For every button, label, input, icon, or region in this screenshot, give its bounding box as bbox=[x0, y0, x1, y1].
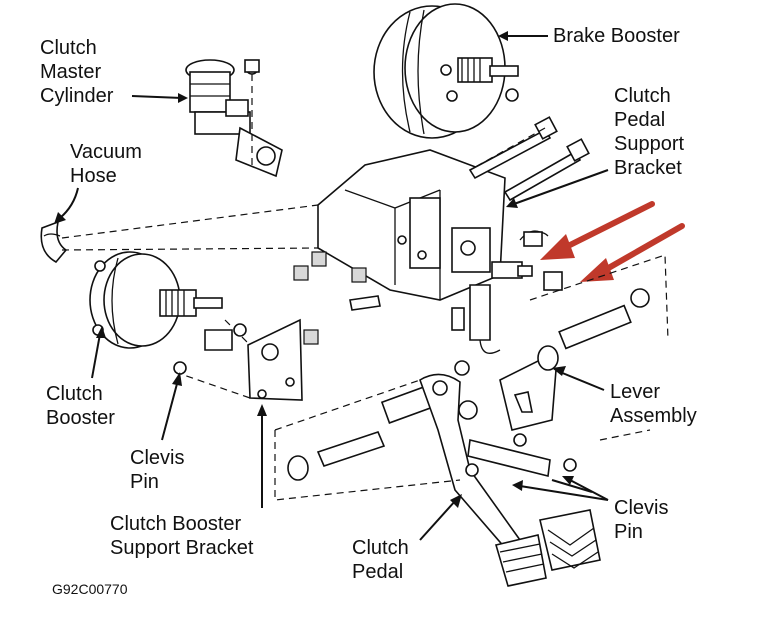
label-clutch-booster: Clutch Booster bbox=[46, 383, 115, 429]
clutch-master-cylinder-part bbox=[185, 59, 283, 178]
label-vacuum-hose: Vacuum Hose bbox=[70, 141, 147, 187]
nuts-and-washers bbox=[173, 59, 381, 375]
label-clutch-pedal-support-bracket: Clutch Pedal Support Bracket bbox=[614, 85, 690, 179]
label-clevis-pin-right: Clevis Pin bbox=[614, 497, 674, 543]
label-clevis-pin-left: Clevis Pin bbox=[130, 447, 190, 493]
vacuum-hose-part bbox=[40, 220, 68, 264]
pedal-switches bbox=[451, 230, 563, 354]
clutch-pedal-part bbox=[380, 373, 601, 587]
pivot-rod-and-bushings bbox=[274, 360, 651, 501]
lever-assembly-part bbox=[499, 254, 669, 447]
label-brake-booster: Brake Booster bbox=[553, 25, 680, 47]
clutch-booster-part bbox=[89, 251, 233, 351]
highlight-arrows bbox=[540, 201, 685, 282]
label-lever-assembly: Lever Assembly bbox=[610, 381, 697, 427]
figure-code: G92C00770 bbox=[52, 581, 128, 597]
label-clutch-pedal: Clutch Pedal bbox=[352, 537, 414, 583]
label-clutch-master-cylinder: Clutch Master Cylinder bbox=[40, 37, 114, 107]
mounting-bolts bbox=[468, 116, 590, 202]
label-clutch-booster-support-bracket: Clutch Booster Support Bracket bbox=[110, 513, 254, 559]
callout-leaders bbox=[54, 31, 609, 541]
clutch-pedal-support-bracket-part bbox=[317, 149, 506, 301]
hose-routing-line bbox=[61, 204, 319, 251]
brake-booster-part bbox=[373, 3, 519, 139]
